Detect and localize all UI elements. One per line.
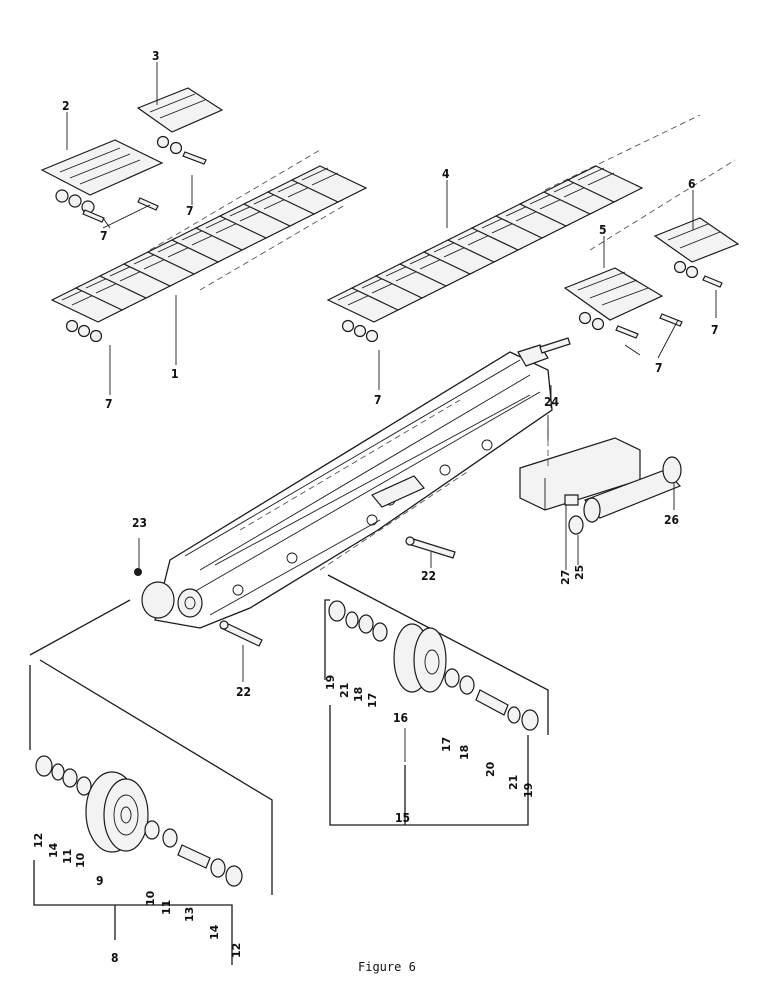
track-roller-assembly-8 bbox=[29, 599, 273, 965]
bolt-22-upper bbox=[405, 536, 456, 559]
track-shoe-part-2 bbox=[40, 139, 164, 223]
callout-12b: 12 bbox=[230, 943, 243, 958]
bolt-22-lower bbox=[219, 620, 263, 647]
left-track-shoe-grouser bbox=[301, 167, 339, 186]
callout-23: 23 bbox=[132, 516, 147, 530]
right-track-link-lug bbox=[341, 319, 355, 333]
o-ring-26 bbox=[662, 456, 682, 484]
callout-14a: 14 bbox=[47, 842, 60, 858]
callout-1: 1 bbox=[171, 367, 179, 381]
callout-21b: 21 bbox=[507, 775, 520, 790]
track-assembly-right bbox=[326, 114, 736, 343]
o-ring-25 bbox=[568, 515, 584, 535]
callout-25: 25 bbox=[573, 565, 586, 580]
idler-cylinder-part bbox=[583, 469, 682, 523]
callout-7f: 7 bbox=[374, 393, 382, 407]
callout-24: 24 bbox=[544, 395, 560, 409]
callout-7e: 7 bbox=[655, 361, 663, 375]
callout-22a: 22 bbox=[421, 569, 436, 583]
callout-6: 6 bbox=[688, 177, 696, 191]
callout-8: 8 bbox=[111, 951, 119, 965]
callout-7c: 7 bbox=[105, 397, 113, 411]
callout-18a: 18 bbox=[352, 687, 365, 702]
callout-3: 3 bbox=[152, 49, 160, 63]
right-track-shoe-plate bbox=[566, 165, 644, 203]
callout-10b: 10 bbox=[144, 890, 157, 906]
callout-19a: 19 bbox=[324, 675, 337, 690]
callout-7b: 7 bbox=[100, 229, 108, 243]
callout-9: 9 bbox=[96, 874, 104, 888]
callout-19b: 19 bbox=[522, 783, 535, 798]
callout-20: 20 bbox=[484, 761, 497, 777]
grease-fitting-23 bbox=[134, 568, 142, 576]
callout-17b: 17 bbox=[440, 737, 453, 752]
callout-16: 16 bbox=[393, 711, 408, 725]
fitting-27 bbox=[564, 494, 579, 506]
callout-7d: 7 bbox=[711, 323, 719, 337]
track-roller-assembly-15 bbox=[324, 574, 549, 826]
track-assembly-left bbox=[50, 149, 368, 343]
callout-2: 2 bbox=[62, 99, 70, 113]
leader-lines bbox=[66, 62, 717, 762]
callout-22b: 22 bbox=[236, 685, 251, 699]
callout-17a: 17 bbox=[366, 693, 379, 708]
callout-15: 15 bbox=[395, 811, 410, 825]
left-track-link-lug bbox=[89, 329, 103, 343]
callout-7a: 7 bbox=[186, 204, 194, 218]
left-track-shoe-plate bbox=[290, 165, 368, 203]
callout-18b: 18 bbox=[458, 745, 471, 760]
right-track-link-lug bbox=[353, 324, 367, 338]
callout-labels: 3 2 7 7 1 7 4 6 5 7 7 7 24 23 22 26 27 2… bbox=[32, 49, 719, 965]
track-shoe-part-6 bbox=[653, 217, 740, 288]
callout-12a: 12 bbox=[32, 833, 45, 848]
callout-26: 26 bbox=[664, 513, 679, 527]
track-shoe-part-3 bbox=[136, 87, 224, 165]
callout-11a: 11 bbox=[61, 849, 74, 864]
callout-11b: 11 bbox=[160, 900, 173, 915]
right-track-link-lug bbox=[365, 329, 379, 343]
callout-4: 4 bbox=[442, 167, 450, 181]
callout-10a: 10 bbox=[74, 852, 87, 868]
callout-13: 13 bbox=[183, 907, 196, 922]
callout-14b: 14 bbox=[208, 924, 221, 940]
left-track-link-lug bbox=[65, 319, 79, 333]
figure-caption: Figure 6 bbox=[358, 960, 416, 974]
track-shoe-part-5 bbox=[563, 267, 683, 339]
right-track-shoe-grouser bbox=[577, 167, 615, 186]
track-frame bbox=[141, 337, 571, 629]
left-track-link-lug bbox=[77, 324, 91, 338]
callout-5: 5 bbox=[599, 223, 607, 237]
callout-27: 27 bbox=[559, 570, 572, 585]
callout-21a: 21 bbox=[338, 683, 351, 698]
